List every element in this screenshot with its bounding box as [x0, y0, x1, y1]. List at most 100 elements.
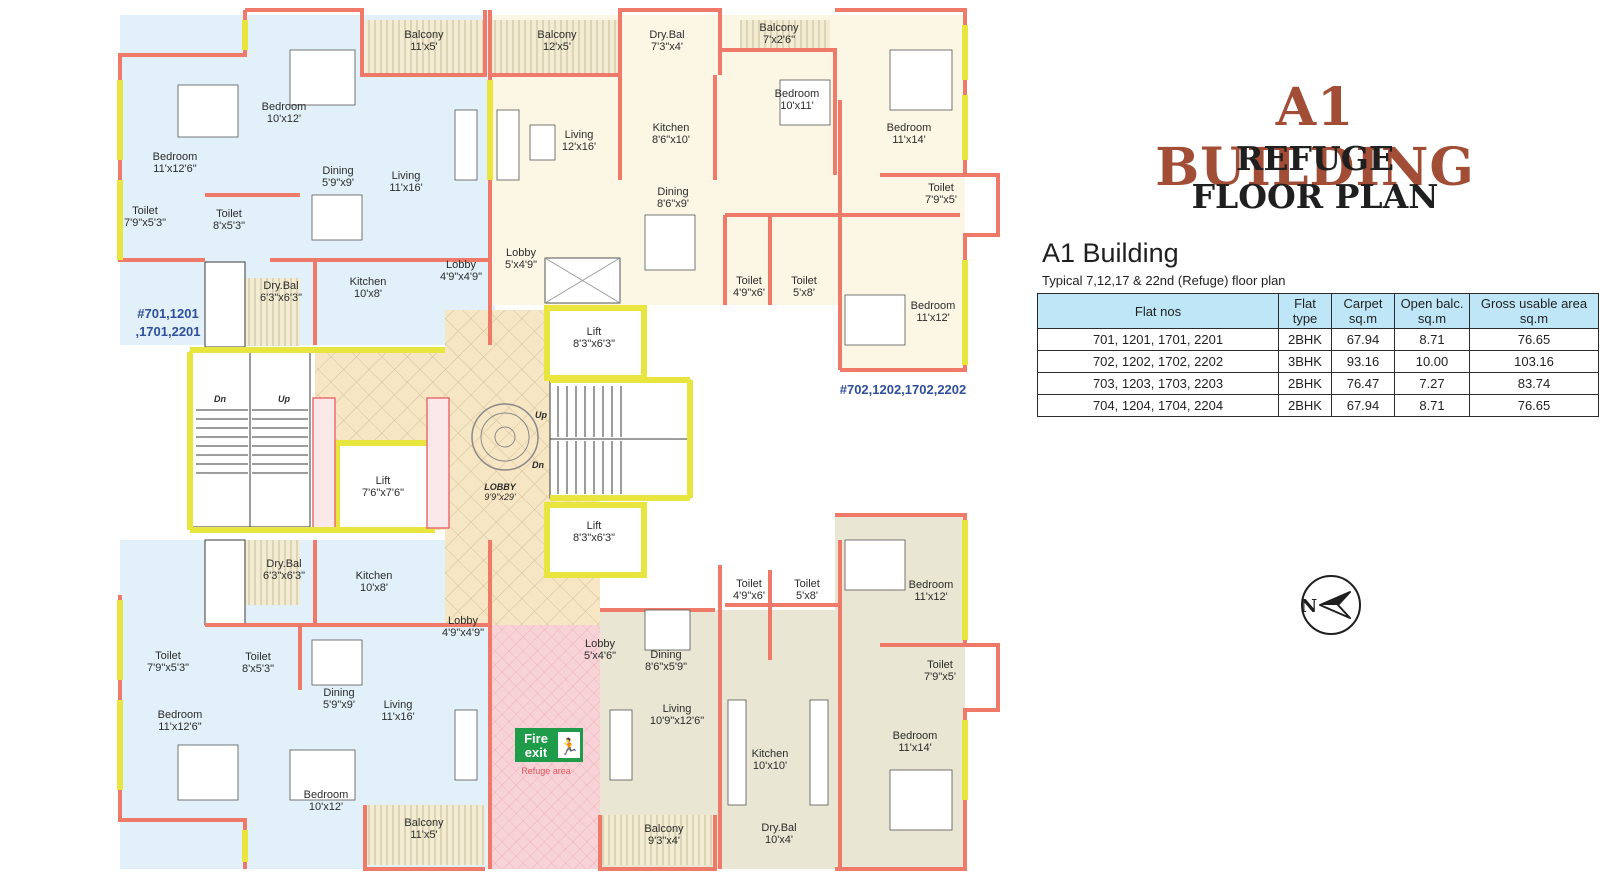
room-dim-toilet: 4'9"x6': [733, 287, 765, 299]
room-labels: Balcony11'x5'Balcony12'x5'Dry.Bal7'3"x4'…: [124, 22, 957, 847]
cell-carpet: 76.47: [1331, 372, 1395, 395]
dry-balcony-slats-top: [245, 278, 300, 346]
floor-note: Typical 7,12,17 & 22nd (Refuge) floor pl…: [1042, 273, 1286, 288]
firehose-right: [426, 397, 450, 529]
room-label-dining: Dining: [323, 687, 354, 699]
balcony-slats-1: [365, 20, 485, 75]
room-dim-living: 11'x16': [389, 182, 422, 194]
plan-title-line2: FLOOR PLAN: [1191, 177, 1439, 216]
lobby-label: LOBBY: [484, 482, 516, 492]
room-label-bedroom: Bedroom: [158, 709, 203, 721]
building-subtitle: A1 Building: [1042, 238, 1179, 268]
header-flat-nos: Flat nos: [1037, 293, 1279, 329]
room-label-toilet: Toilet: [245, 651, 271, 663]
room-label-dining: Dining: [322, 165, 353, 177]
balcony-slats-3: [365, 805, 485, 865]
balcony-slats-5: [740, 20, 830, 48]
room-dim-dry-bal: 6'3"x6'3": [260, 292, 302, 304]
windows: [117, 20, 968, 862]
room-label-bedroom: Bedroom: [893, 730, 938, 742]
cell-gross-area: 103.16: [1469, 350, 1599, 373]
room-label-lift: Lift: [376, 475, 391, 487]
room-label-toilet: Toilet: [928, 182, 954, 194]
room-dim-bedroom: 11'x14': [898, 742, 931, 754]
room-dim-balcony: 11'x5': [410, 829, 437, 841]
table-row: 703, 1203, 1703, 2203 2BHK 76.47 7.27 83…: [1037, 372, 1599, 395]
cell-open-balc: 8.71: [1394, 328, 1470, 351]
table-row: 701, 1201, 1701, 2201 2BHK 67.94 8.71 76…: [1037, 328, 1599, 351]
room-dim-toilet: 8'x5'3": [213, 220, 245, 232]
room-dim-kitchen: 10'x10': [753, 760, 787, 772]
cell-open-balc: 8.71: [1394, 394, 1470, 417]
balcony-slats-4: [600, 815, 715, 865]
room-label-lobby: Lobby: [448, 615, 478, 627]
room-dim-kitchen: 10'x8': [360, 582, 388, 594]
cell-flat-type: 3BHK: [1278, 350, 1332, 373]
cell-flat-type: 2BHK: [1278, 394, 1332, 417]
refuge-area-label: Refuge area: [521, 766, 571, 776]
fire-exit-line2: exit: [525, 745, 548, 760]
room-dim-balcony: 9'3"x4': [648, 835, 680, 847]
room-dim-bedroom: 10'x12': [309, 801, 343, 813]
room-dim-balcony: 11'x5': [410, 41, 437, 53]
north-compass-icon: N: [1301, 575, 1361, 635]
stair-dn-right: Dn: [532, 460, 544, 470]
furniture: [177, 49, 953, 831]
room-dim-toilet: 5'x8': [796, 590, 818, 602]
room-dim-lobby: 4'9"x4'9": [442, 627, 484, 639]
plan-title-line1: REFUGE: [1235, 139, 1395, 178]
room-label-living: Living: [392, 170, 421, 182]
room-dim-lobby: 4'9"x4'9": [440, 271, 482, 283]
room-dim-balcony: 12'x5': [543, 41, 571, 53]
room-dim-dining: 5'9"x9': [323, 699, 355, 711]
room-dim-kitchen: 10'x8': [354, 288, 382, 300]
room-label-kitchen: Kitchen: [356, 570, 393, 582]
left-staircase: [189, 351, 311, 528]
cell-flat-nos: 703, 1203, 1703, 2203: [1037, 372, 1279, 395]
right-staircase: [549, 379, 691, 499]
room-dim-bedroom: 11'x12': [916, 312, 949, 324]
room-label-balcony: Balcony: [404, 29, 444, 41]
room-label-toilet: Toilet: [736, 578, 762, 590]
room-label-toilet: Toilet: [927, 659, 953, 671]
cell-gross-area: 76.65: [1469, 394, 1599, 417]
room-label-toilet: Toilet: [132, 205, 158, 217]
stair-dn-left: Dn: [214, 394, 226, 404]
room-label-dining: Dining: [650, 649, 681, 661]
cell-gross-area: 83.74: [1469, 372, 1599, 395]
firehose-left: [312, 397, 336, 529]
room-label-kitchen: Kitchen: [653, 122, 690, 134]
room-dim-lift: 8'3"x6'3": [573, 338, 615, 350]
room-label-balcony: Balcony: [644, 823, 684, 835]
balcony-slats-2: [490, 20, 620, 75]
room-dim-lobby: 5'x4'9": [505, 259, 537, 271]
room-label-balcony: Balcony: [404, 817, 444, 829]
header-open-balc: Open balc.sq.m: [1394, 293, 1470, 329]
room-label-lift: Lift: [587, 326, 602, 338]
cell-carpet: 67.94: [1331, 394, 1395, 417]
cell-gross-area: 76.65: [1469, 328, 1599, 351]
room-dim-kitchen: 8'6"x10': [652, 134, 690, 146]
room-dim-living: 12'x16': [562, 141, 596, 153]
room-label-dry-bal: Dry.Bal: [266, 558, 301, 570]
room-label-lift: Lift: [587, 520, 602, 532]
plan-title: REFUGE FLOOR PLAN: [1115, 140, 1515, 216]
lift-shaft-bottom-right: [544, 502, 647, 578]
fire-exit-sign: Fire exit 🏃 Refuge area: [515, 728, 583, 776]
flat-tag-left-2: ,1701,2201: [135, 324, 200, 339]
building-title: A1 BUILDING: [1155, 77, 1475, 198]
room-dim-dining: 8'6"x5'9": [645, 661, 687, 673]
cell-flat-nos: 702, 1202, 1702, 2202: [1037, 350, 1279, 373]
room-label-living: Living: [384, 699, 413, 711]
room-dim-toilet: 7'9"x5': [924, 671, 956, 683]
room-label-bedroom: Bedroom: [911, 300, 956, 312]
stair-up-right: Up: [535, 410, 547, 420]
room-dim-dry-bal: 6'3"x6'3": [263, 570, 305, 582]
room-label-lobby: Lobby: [506, 247, 536, 259]
room-dim-dry-bal: 10'x4': [765, 834, 793, 846]
room-dim-balcony: 7'x2'6": [763, 34, 795, 46]
table-row: 702, 1202, 1702, 2202 3BHK 93.16 10.00 1…: [1037, 350, 1599, 373]
